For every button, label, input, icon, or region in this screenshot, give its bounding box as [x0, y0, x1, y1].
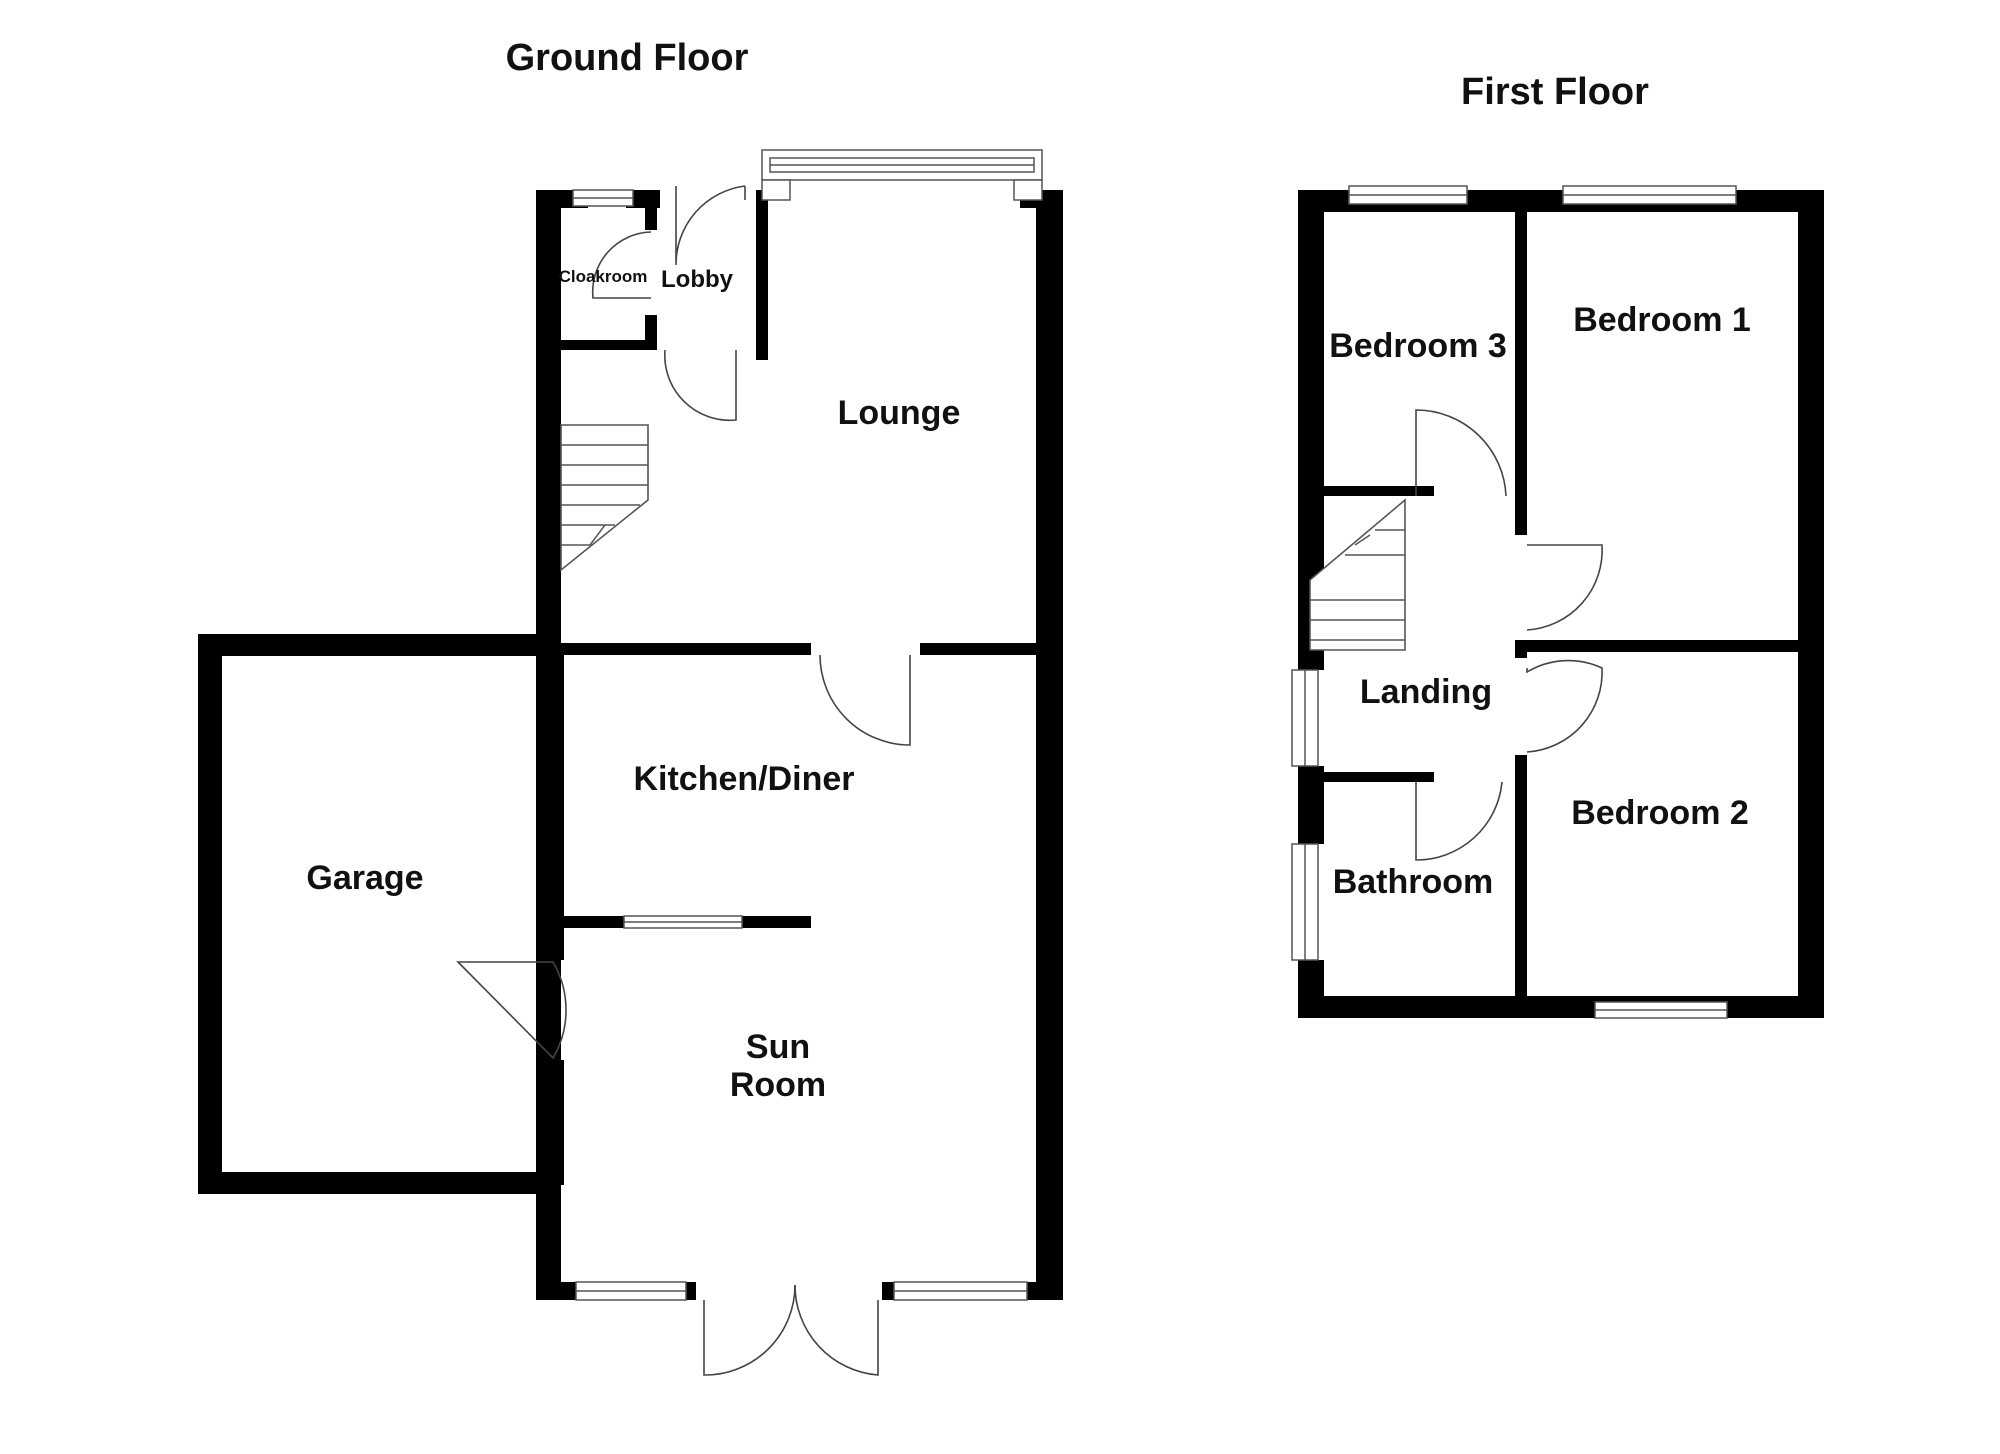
ff-door-bedroom2	[1526, 659, 1603, 753]
label-bedroom-2: Bedroom 2	[1571, 794, 1749, 832]
ground-floor-plan: Cloakroom Lobby Lounge Kitchen/Diner Gar…	[198, 149, 1063, 1376]
label-sun-room-line1: Sun	[746, 1028, 810, 1066]
gf-door-patio-left	[703, 1284, 796, 1376]
ff-window-bedroom2	[1594, 1001, 1728, 1019]
gf-bottom-wall-left	[536, 1282, 576, 1300]
garage-right-wall-upper	[552, 655, 564, 960]
cloakroom-lobby-wall-bottom	[645, 315, 657, 350]
ff-window-bedroom1	[1562, 185, 1737, 205]
ff-door-bedroom3	[1415, 409, 1507, 497]
cloakroom-bottom-wall	[561, 340, 656, 350]
ff-window-bedroom3	[1348, 185, 1468, 205]
bathroom-top-wall	[1324, 772, 1434, 782]
gf-door-patio-right	[794, 1284, 879, 1376]
lounge-kitchen-wall-left	[561, 643, 811, 655]
garage-right-wall-lower	[552, 1060, 564, 1185]
label-sun-room-line2: Room	[730, 1066, 826, 1104]
ff-window-landing	[1291, 669, 1319, 767]
ff-bottom-wall	[1298, 996, 1824, 1018]
gf-window-sunroom-right	[893, 1281, 1028, 1301]
gf-window-cloakroom	[572, 189, 634, 207]
bedroom1-bedroom2-wall	[1515, 640, 1798, 652]
gf-door-garage	[456, 961, 567, 1060]
gf-window-sunroom-left	[575, 1281, 687, 1301]
ground-floor-title: Ground Floor	[506, 37, 749, 79]
gf-right-wall	[1036, 190, 1063, 1300]
gf-door-lounge-kitchen	[819, 654, 911, 746]
lobby-lounge-wall	[756, 190, 768, 360]
label-bedroom-3: Bedroom 3	[1329, 327, 1507, 365]
first-floor-plan: Bedroom 3 Bedroom 1 Landing Bathroom Bed…	[1291, 185, 1824, 1019]
label-lounge: Lounge	[838, 394, 961, 432]
garage-top-wall	[198, 634, 536, 656]
ff-right-wall	[1798, 190, 1824, 1018]
landing-bedroom1-jamb	[1515, 640, 1527, 658]
label-lobby: Lobby	[661, 266, 734, 293]
ff-door-bedroom1	[1526, 544, 1603, 631]
label-landing: Landing	[1360, 673, 1492, 711]
label-kitchen-diner: Kitchen/Diner	[633, 760, 854, 798]
gf-bottom-wall-right	[1027, 1282, 1063, 1300]
garage-left-wall	[198, 634, 222, 1194]
gf-staircase	[560, 424, 649, 572]
ff-door-bathroom	[1415, 781, 1503, 861]
gf-door-cloakroom	[591, 231, 652, 299]
label-bedroom-1: Bedroom 1	[1573, 301, 1751, 339]
label-bathroom: Bathroom	[1333, 863, 1494, 901]
bedroom3-bedroom1-wall	[1515, 190, 1527, 535]
first-floor-title: First Floor	[1461, 71, 1649, 113]
ff-staircase	[1309, 498, 1406, 651]
label-cloakroom: Cloakroom	[559, 267, 648, 286]
gf-window-kitchen-sunroom	[623, 915, 743, 929]
gf-bottom-wall-door-l	[686, 1282, 696, 1300]
ff-left-wall-mid	[1298, 766, 1324, 844]
bedroom3-bottom-wall	[1324, 486, 1434, 496]
garage-bottom-wall	[198, 1172, 561, 1194]
ff-window-bathroom	[1291, 843, 1319, 961]
lounge-kitchen-wall-right	[920, 643, 1036, 655]
label-garage: Garage	[306, 859, 423, 897]
gf-window-lounge-bay	[761, 149, 1043, 201]
cloakroom-lobby-wall-top	[645, 190, 657, 230]
bathroom-bedroom2-wall	[1515, 755, 1527, 1018]
gf-door-front	[675, 185, 746, 266]
gf-door-lobby-inner	[663, 349, 737, 422]
gf-bottom-wall-door-r	[882, 1282, 894, 1300]
